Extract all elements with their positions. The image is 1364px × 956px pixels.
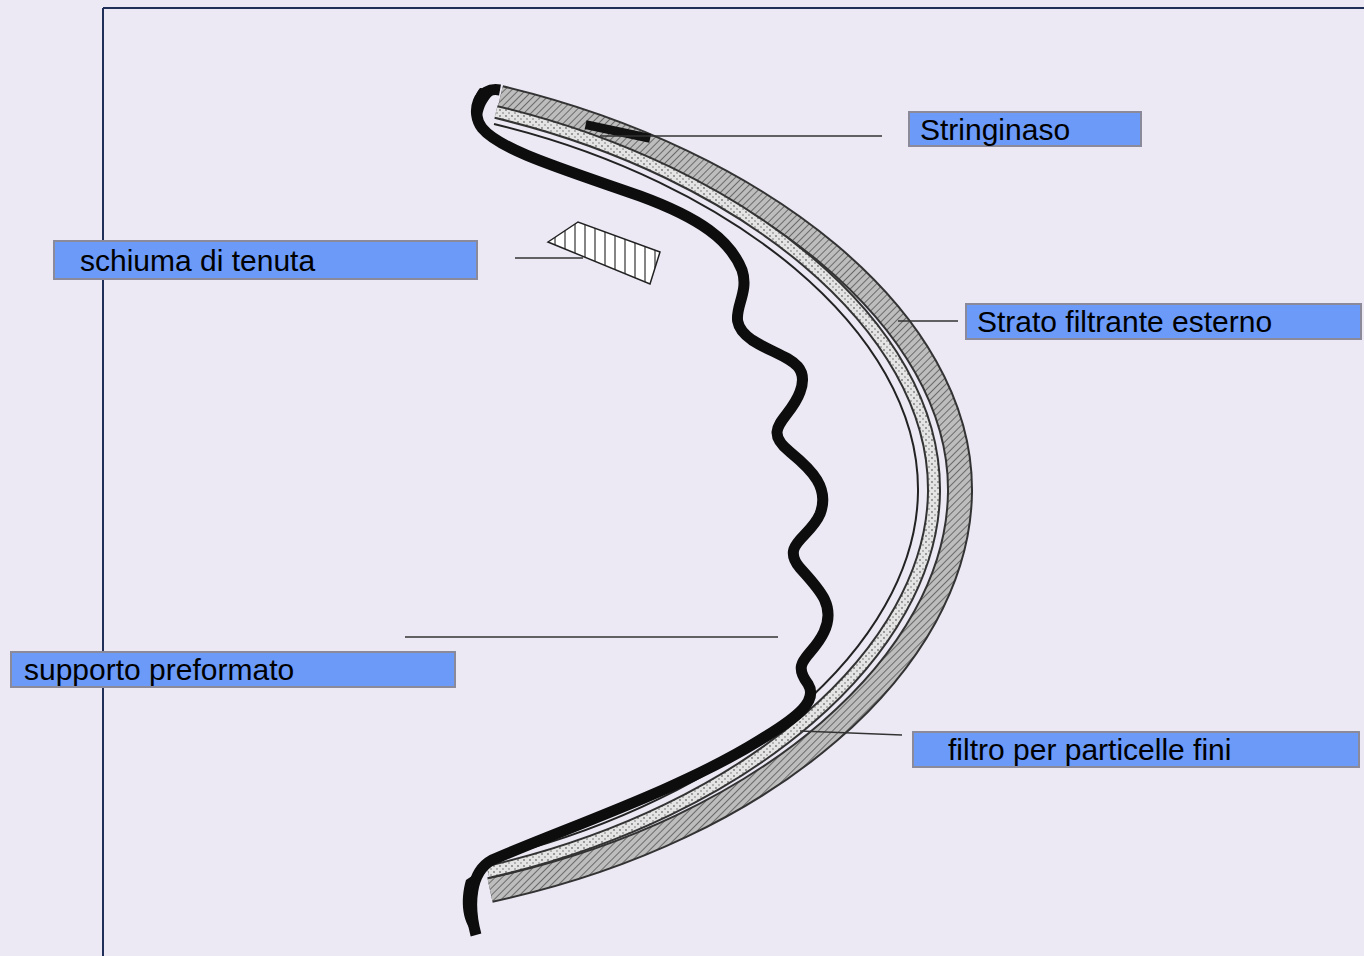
part-label: schiuma di tenuta [80,244,315,277]
label-box: Stringinaso [908,111,1142,147]
part-label: Stringinaso [920,113,1070,146]
leader-line [405,636,778,638]
sealing-foam [548,222,660,284]
part-label: filtro per particelle fini [948,733,1231,766]
label-box: schiuma di tenuta [53,240,478,280]
part-label: supporto preformato [24,653,294,686]
support-rim [473,88,500,128]
label-box: supporto preformato [10,651,456,688]
frame-line [103,7,1364,9]
support-rim [463,872,478,935]
leader-line [515,257,583,259]
label-box: filtro per particelle fini [912,731,1360,768]
leader-line [800,731,902,735]
label-box: Strato filtrante esterno [965,303,1362,340]
leader-line [600,135,882,137]
preformed-support [472,90,828,935]
leader-line [898,320,958,322]
part-label: Strato filtrante esterno [977,305,1272,338]
inner-layer-line [486,124,918,860]
nose-clip [585,120,651,143]
frame-line [102,8,104,956]
